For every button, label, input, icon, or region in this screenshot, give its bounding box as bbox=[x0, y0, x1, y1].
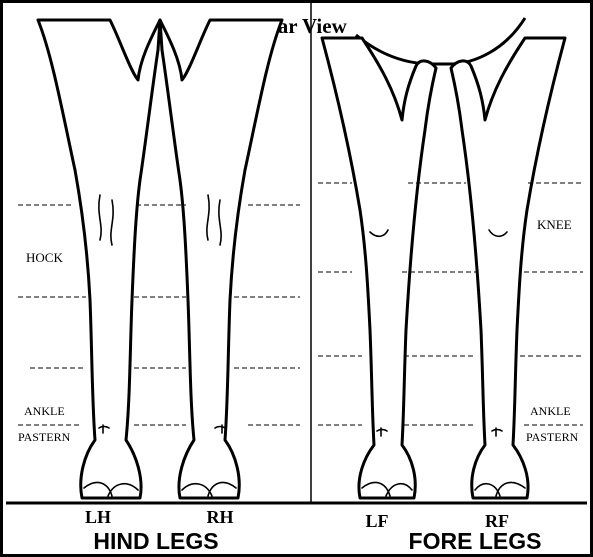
belly-curve bbox=[356, 18, 525, 64]
fore-pastern-label: PASTERN bbox=[526, 430, 579, 444]
lh-label: LH bbox=[85, 507, 111, 527]
hind-legs-heading: HIND LEGS bbox=[93, 528, 218, 554]
fore-ankle-label: ANKLE bbox=[530, 404, 571, 418]
fore-legs-heading: FORE LEGS bbox=[409, 528, 542, 554]
right-fore-leg bbox=[451, 38, 565, 498]
hind-hock-label: HOCK bbox=[26, 250, 63, 265]
hind-ankle-label: ANKLE bbox=[24, 404, 65, 418]
rh-label: RH bbox=[207, 507, 234, 527]
left-fore-leg bbox=[322, 38, 436, 498]
fore-legs bbox=[322, 18, 565, 498]
hind-legs bbox=[38, 20, 282, 498]
hind-pastern-label: PASTERN bbox=[18, 430, 71, 444]
fore-knee-label: KNEE bbox=[537, 217, 572, 232]
lf-label: LF bbox=[365, 511, 388, 531]
hind-zone-lines bbox=[18, 205, 300, 425]
